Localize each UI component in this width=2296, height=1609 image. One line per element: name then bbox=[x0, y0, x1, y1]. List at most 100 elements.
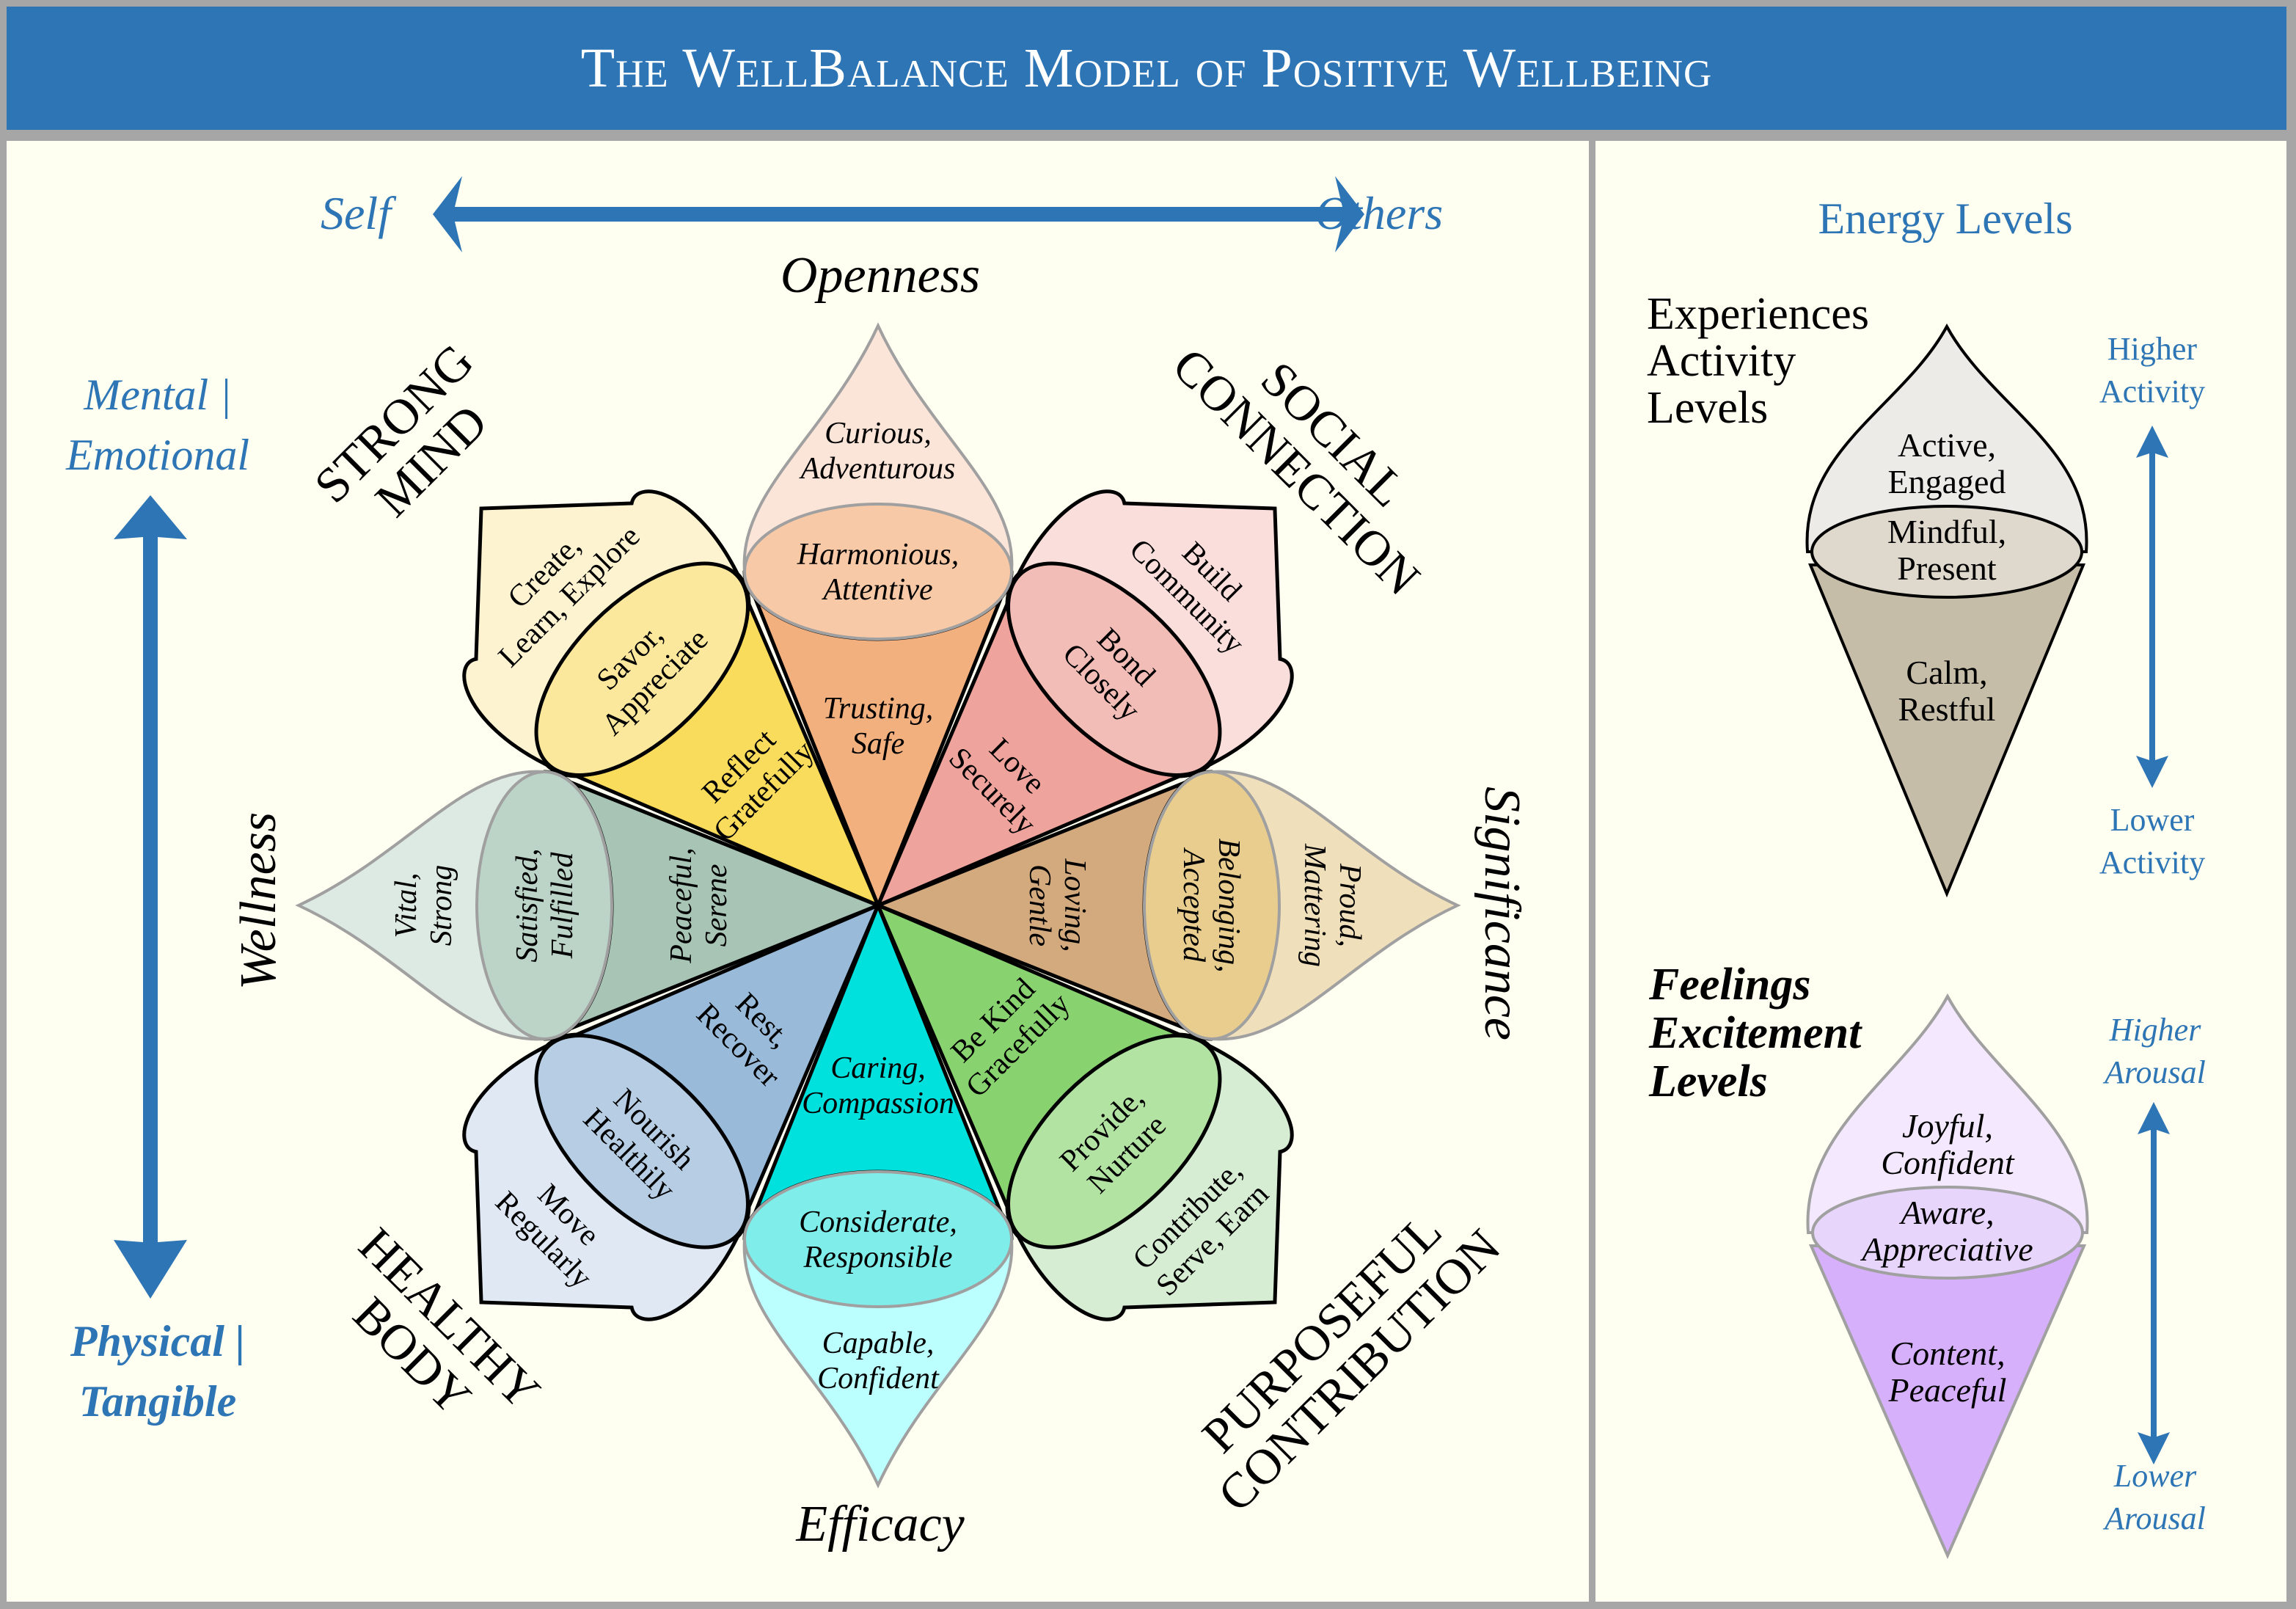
petal-significance-ellipse bbox=[1143, 770, 1281, 1040]
petal-efficacy-middle-text: Considerate,Responsible bbox=[799, 1205, 957, 1274]
experiences-cone-top-text: Active, bbox=[1898, 426, 1996, 464]
feelings-heading: Feelings Excitement Levels bbox=[1648, 960, 1862, 1106]
lower-activity-line1: Lower bbox=[2110, 802, 2195, 838]
significance-label: Significance bbox=[1474, 787, 1530, 1040]
petal-efficacy-middle-text-line: Responsible bbox=[803, 1241, 953, 1274]
feelings-cone-middle-text: Appreciative bbox=[1860, 1230, 2033, 1268]
petal-openness-middle-text: Harmonious,Attentive bbox=[797, 538, 959, 607]
emotional-label: Emotional bbox=[65, 431, 249, 479]
lower-activity-line2: Activity bbox=[2099, 844, 2205, 880]
petal-purposeful-contribution-middle-ellipse bbox=[1006, 1034, 1222, 1249]
petal-significance-middle-text: Belonging,Accepted bbox=[1177, 838, 1246, 972]
experiences-heading: Experiences Activity Levels bbox=[1647, 289, 1869, 433]
experiences-cone-bottom-text: Restful bbox=[1898, 690, 1996, 728]
experiences-cone-bottom-text: Calm, bbox=[1906, 654, 1987, 691]
petal-wellness-outer-text-line: Strong bbox=[425, 865, 458, 946]
experiences-cone-bottom-cone bbox=[1808, 563, 2085, 898]
feelings-cone-bottom-text: Peaceful bbox=[1888, 1371, 2007, 1409]
petal-significance-middle-ellipse bbox=[1143, 770, 1281, 1040]
svg-text:Levels: Levels bbox=[1647, 383, 1768, 433]
svg-text:Levels: Levels bbox=[1648, 1057, 1768, 1106]
petal-efficacy-middle-ellipse bbox=[743, 1170, 1013, 1308]
petal-significance-inner-text: Loving,Gentle bbox=[1023, 858, 1092, 952]
petal-wellness-middle-text-line: Satisfied, bbox=[511, 848, 544, 962]
physical-label: Physical | bbox=[70, 1317, 245, 1365]
feelings-cone-top-cap bbox=[1806, 993, 2089, 1234]
petal-wellness-middle-text-line: Fulfilled bbox=[546, 852, 580, 960]
higher-activity-line2: Activity bbox=[2099, 373, 2205, 409]
feelings-cone-middle-ellipse bbox=[1811, 1186, 2084, 1280]
self-others-arrow bbox=[433, 176, 1364, 252]
petal-openness-ellipse bbox=[743, 503, 1013, 641]
petal-significance-middle-text-line: Belonging, bbox=[1212, 838, 1246, 972]
activity-arrow bbox=[2136, 426, 2168, 788]
tangible-label: Tangible bbox=[79, 1377, 236, 1426]
petal-healthy-body-ellipse bbox=[534, 1034, 750, 1249]
feelings-cone-top-text: Joyful, bbox=[1902, 1107, 1993, 1145]
feelings-cone-bottom-text: Content, bbox=[1890, 1335, 2005, 1372]
experiences-cone-top-cap bbox=[1805, 323, 2088, 553]
petal-significance-outer-text: Proud,Mattering bbox=[1298, 843, 1367, 967]
petal-significance-inner-text-line: Loving, bbox=[1058, 858, 1092, 952]
experiences-cone-top-text: Engaged bbox=[1888, 463, 2006, 500]
wellbalance-flower: Trusting,Safe Harmonious,Attentive Curious… bbox=[295, 322, 1461, 1489]
petal-wellness-outer-text: Vital,Strong bbox=[390, 865, 458, 946]
lower-arousal-line2: Arousal bbox=[2102, 1500, 2206, 1536]
petal-openness-inner-text-line: Safe bbox=[852, 727, 904, 761]
petal-significance-outer-text-line: Proud, bbox=[1333, 863, 1367, 947]
petal-openness-inner-text-line: Trusting, bbox=[823, 692, 934, 726]
petal-openness-middle-text-line: Harmonious, bbox=[797, 538, 959, 572]
feelings-cone-top-text: Confident bbox=[1881, 1144, 2015, 1181]
mental-physical-arrow bbox=[114, 495, 187, 1299]
energy-levels-title: Energy Levels bbox=[1818, 194, 2072, 243]
svg-text:Activity: Activity bbox=[1647, 336, 1796, 386]
petal-wellness-inner-text: Peaceful,Serene bbox=[665, 847, 734, 963]
petal-significance-inner-text-line: Gentle bbox=[1023, 864, 1056, 946]
petal-efficacy-outer-text-line: Confident bbox=[817, 1362, 940, 1395]
petal-efficacy-inner-text-line: Caring, bbox=[830, 1051, 926, 1085]
petal-wellness-middle-ellipse bbox=[475, 770, 613, 1040]
petal-efficacy-middle-text-line: Considerate, bbox=[799, 1205, 957, 1239]
petal-strong-mind-middle-ellipse bbox=[534, 561, 750, 777]
openness-label: Openness bbox=[780, 247, 980, 304]
higher-activity-line1: Higher bbox=[2107, 331, 2198, 367]
title-bar: The WellBalance Model of Positive Wellbe… bbox=[7, 7, 2286, 130]
higher-arousal-line1: Higher bbox=[2109, 1012, 2202, 1048]
svg-text:Excitement: Excitement bbox=[1648, 1008, 1862, 1058]
petal-efficacy-outer-text-line: Capable, bbox=[822, 1327, 935, 1360]
petal-efficacy-inner-text-line: Compassion bbox=[802, 1087, 954, 1120]
experiences-cone-middle-text: Mindful, bbox=[1887, 513, 2006, 550]
petal-efficacy-inner-text: Caring,Compassion bbox=[802, 1051, 954, 1120]
petal-openness-middle-ellipse bbox=[743, 503, 1013, 641]
feelings-cone-middle-text: Aware, bbox=[1898, 1194, 1994, 1231]
wellness-label: Wellness bbox=[230, 812, 287, 990]
energy-cones: Active,EngagedMindful,PresentCalm,Restfu… bbox=[1805, 323, 2089, 1559]
petal-wellness-outer-text-line: Vital, bbox=[390, 872, 423, 938]
experiences-cone-middle-text: Present bbox=[1897, 550, 1997, 587]
petal-wellness-middle-text: Satisfied,Fulfilled bbox=[511, 848, 580, 962]
petal-significance-outer-text-line: Mattering bbox=[1298, 843, 1331, 967]
petal-strong-mind-ellipse bbox=[534, 561, 750, 777]
self-label: Self bbox=[321, 187, 397, 239]
petal-social-connection-middle-ellipse bbox=[1006, 561, 1222, 777]
petal-significance-middle-text-line: Accepted bbox=[1177, 847, 1210, 963]
petal-openness-middle-text-line: Attentive bbox=[821, 573, 932, 607]
higher-arousal-line2: Arousal bbox=[2102, 1054, 2206, 1090]
petal-efficacy-outer-text: Capable,Confident bbox=[817, 1327, 940, 1395]
petal-healthy-body-middle-ellipse bbox=[534, 1034, 750, 1249]
mental-label: Mental | bbox=[83, 371, 231, 419]
others-label: Others bbox=[1315, 187, 1443, 239]
petal-openness-inner-text: Trusting,Safe bbox=[823, 692, 934, 761]
arousal-arrow bbox=[2138, 1102, 2170, 1464]
petal-purposeful-contribution-ellipse bbox=[1006, 1034, 1222, 1249]
lower-arousal-line1: Lower bbox=[2113, 1458, 2197, 1494]
petal-wellness-inner-text-line: Serene bbox=[700, 864, 734, 947]
petal-social-connection-ellipse bbox=[1006, 561, 1222, 777]
petal-openness-outer-text-line: Adventurous bbox=[799, 452, 956, 486]
petal-openness-outer-text: Curious,Adventurous bbox=[799, 417, 956, 486]
efficacy-label: Efficacy bbox=[795, 1496, 965, 1553]
svg-text:Experiences: Experiences bbox=[1647, 289, 1869, 339]
petal-efficacy-ellipse bbox=[743, 1170, 1013, 1308]
feelings-cone: Joyful,ConfidentAware,AppreciativeConten… bbox=[1806, 993, 2089, 1559]
